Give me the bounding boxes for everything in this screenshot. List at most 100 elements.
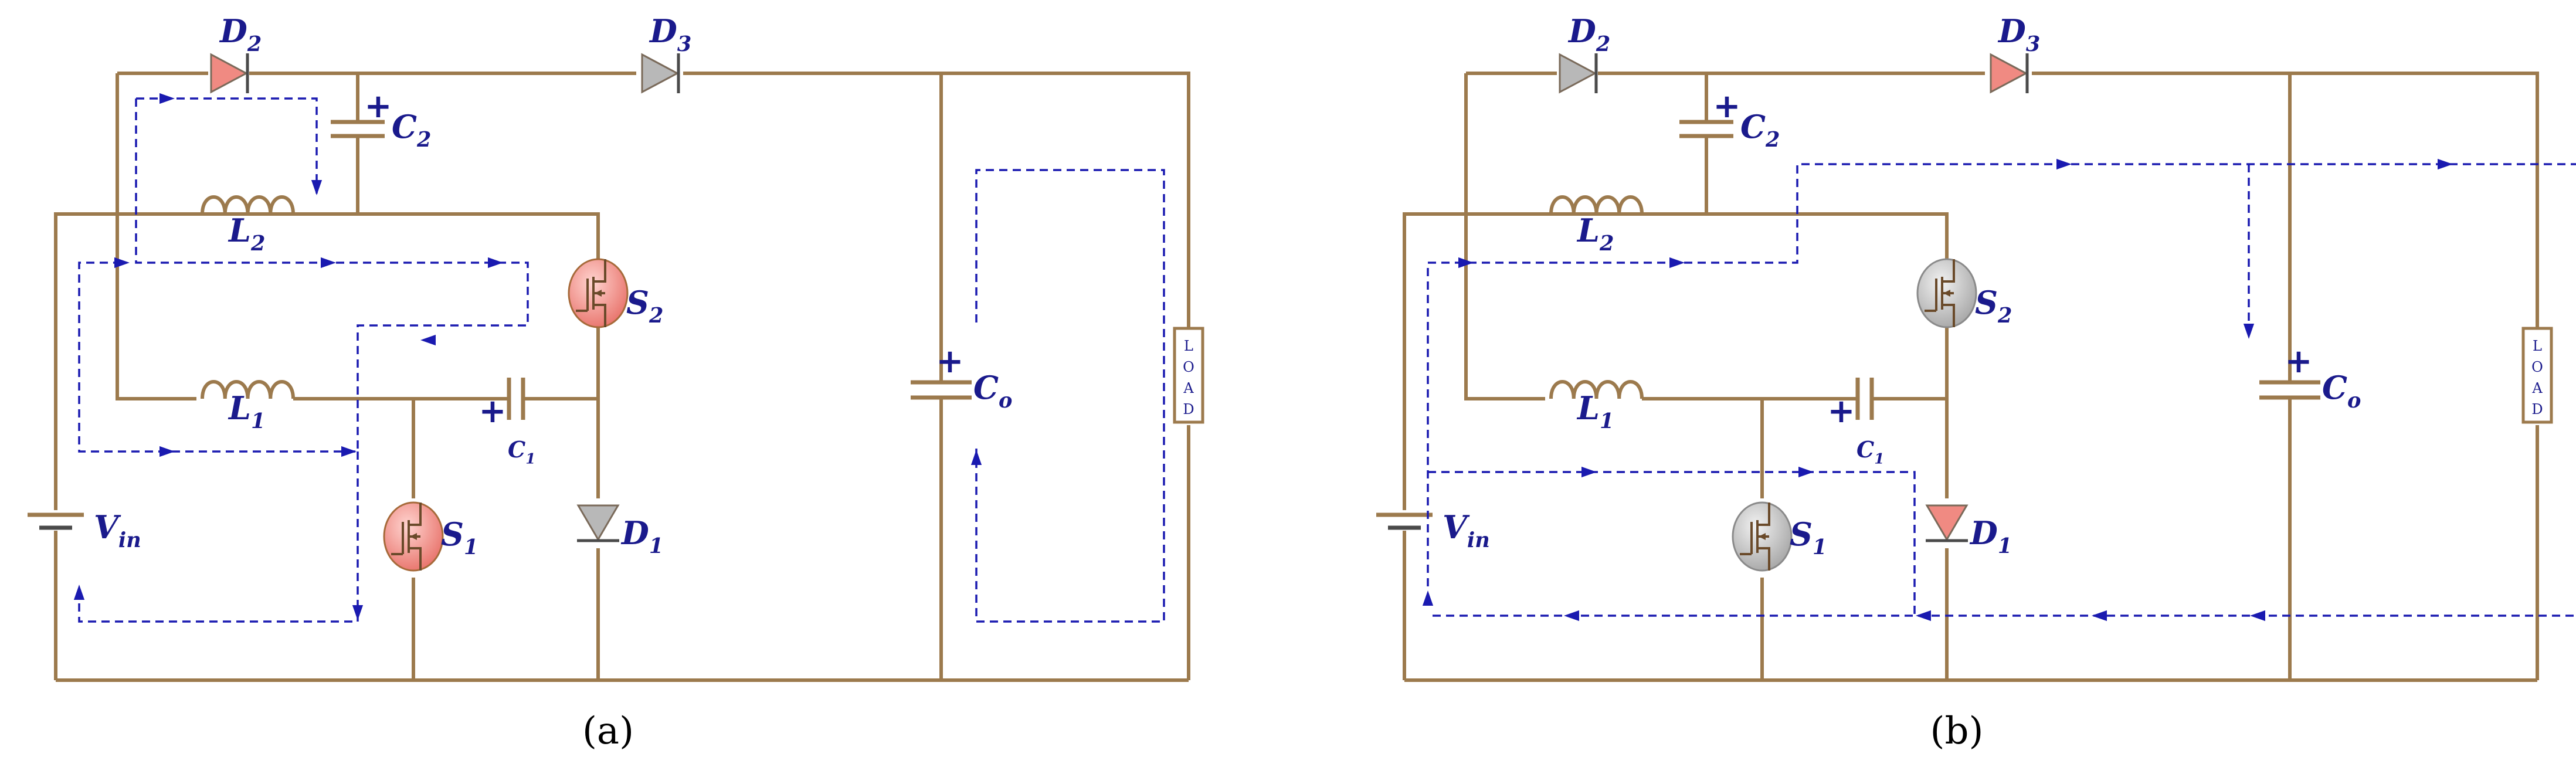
diode-d2 [210,53,249,94]
flow-bottom-loop [78,451,359,623]
inductor-l1 [201,380,295,399]
load-resistor [1173,327,1204,424]
inductor-l1 [1549,380,1644,399]
arrow-flow [311,180,323,195]
flow-l2-loop [78,99,529,453]
label-l1: L1 [1576,389,1614,433]
mosfet-s2-source [1942,304,1955,327]
mosfet-s2-source [593,304,606,327]
inductor-l2 [201,195,295,215]
arrow-flow [321,257,336,269]
load-letter: A [2531,380,2543,396]
load-letter: D [2531,401,2543,417]
panel-caption: (a) [582,709,634,753]
load-letter: L [1184,338,1193,354]
arrow-flow [2250,610,2265,622]
wire-l1-left [116,73,196,400]
label-co: Co [2322,369,2361,413]
label-d2: D2 [1567,12,1610,56]
label-vin: Vin [94,508,141,552]
diode-d1 [1925,504,1969,541]
arrow-flow [1581,466,1597,478]
inductor-l2 [1549,195,1644,215]
label-c1: C1 [508,436,535,467]
arrow-flow [2243,324,2255,339]
arrow-flow [970,450,982,465]
plus-c2: + [1713,87,1741,125]
mosfet-s2-arrow [1943,290,1950,297]
mosfet-s1-source [1757,547,1770,571]
arrow-flow [1669,257,1685,269]
load-letter: A [1183,380,1194,396]
label-c2: C2 [392,108,431,152]
arrow-flow [488,257,503,269]
mosfet-s1-arrow [410,533,417,540]
label-l2: L2 [1576,212,1614,256]
label-s2: S2 [626,284,663,328]
label-d3: D3 [649,12,691,56]
wire-vin-upper [54,212,600,510]
mosfet-s1-drain [1757,503,1770,526]
load-letter: D [1183,401,1194,417]
arrow-flow [1916,610,1931,622]
plus-c2: + [365,87,392,125]
plus-c1: + [1828,392,1855,430]
arrow-flow [420,334,436,346]
load-letter: O [1183,359,1194,375]
mosfet-s2-drain [1942,259,1955,283]
mosfet-s2-arrow [595,290,602,297]
diode-d1 [576,504,620,541]
wire-top-right [683,72,1190,331]
label-d1: D1 [620,514,663,558]
arrow-flow [2056,158,2072,170]
arrow-flow [2092,610,2107,622]
diode-d3 [1990,53,2028,94]
diode-d3 [641,53,680,94]
wire-vin-upper [1403,212,1949,510]
flow-co-loop [975,169,1165,623]
mosfet-s1-arrow [1759,533,1766,540]
load-letter: L [2533,338,2542,354]
label-co: Co [973,369,1012,413]
arrow-flow [1458,257,1474,269]
label-vin: Vin [1443,508,1490,552]
flow-s1-bypass [1428,471,1916,616]
wire-top-right [2032,72,2539,331]
arrow-flow [1422,590,1434,606]
arrow-flow [73,585,85,600]
arrow-flow [341,446,357,457]
arrow-flow [2438,158,2453,170]
plus-co: + [2285,342,2313,381]
label-d2: D2 [219,12,262,56]
label-d1: D1 [1969,514,2012,558]
label-d3: D3 [1997,12,2040,56]
wire-l1-left [1464,73,1545,400]
flow-top-loop [136,97,318,193]
arrow-flow [159,446,175,457]
flow-load-path [1427,163,2395,586]
arrow-flow [159,93,175,104]
arrow-flow [1564,610,1579,622]
plus-co: + [936,342,964,381]
label-s2: S2 [1975,284,2012,328]
label-s1: S1 [1790,515,1827,559]
arrow-flow [1798,466,1814,478]
label-c1: C1 [1857,436,1884,467]
mosfet-s1-drain [409,503,422,526]
panel-caption: (b) [1930,709,1984,753]
flow-return [1428,163,2576,617]
plus-c1: + [479,392,507,430]
arrow-flow [352,605,364,620]
label-l1: L1 [228,389,265,433]
label-c2: C2 [1740,108,1780,152]
mosfet-s2-drain [593,259,606,283]
mosfet-s1-source [409,547,422,571]
label-l2: L2 [228,212,265,256]
load-letter: O [2531,359,2543,375]
arrow-flow [114,257,130,269]
label-s1: S1 [441,515,478,559]
load-resistor [2521,327,2553,424]
